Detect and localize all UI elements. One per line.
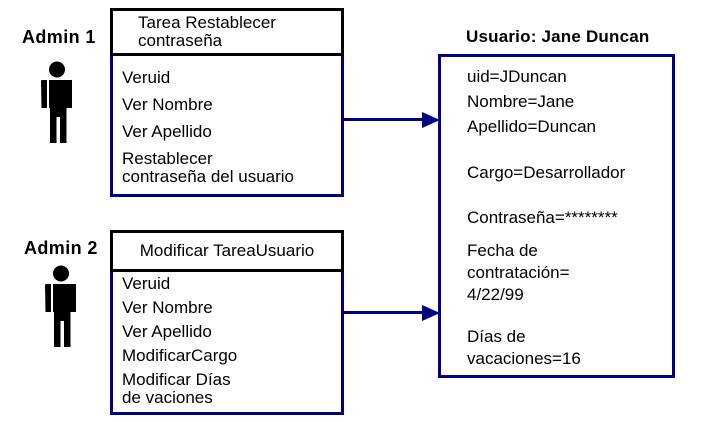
task-item: Ver Apellido: [122, 122, 212, 141]
task-item: Ver Nombre: [122, 95, 213, 114]
user-attribute-group: uid=JDuncan Nombre=Jane Apellido=Duncan: [467, 67, 597, 136]
task-item: Restablecer contraseña del usuario: [122, 149, 295, 186]
user-attribute-group: Cargo=Desarrollador: [467, 163, 626, 182]
admin1-label: Admin 1: [22, 27, 96, 47]
arrow-line: [344, 118, 426, 121]
task-item: Ver Nombre: [122, 298, 213, 317]
task-box-modify-user-title: Modificar TareaUsuario: [110, 230, 344, 272]
arrow-line: [344, 311, 426, 314]
arrow-task1-to-user: [344, 112, 440, 128]
task-item: ModificarCargo: [122, 346, 238, 365]
task-item: Veruid: [122, 274, 171, 293]
task-item: Ver Apellido: [122, 322, 212, 341]
user-attribute-group: Contraseña=********: [467, 208, 618, 227]
task-item: Modificar Días de vaciones: [122, 370, 231, 407]
task-item: Veruid: [122, 68, 171, 87]
arrow-head-icon: [422, 305, 440, 321]
person-icon-admin2: [45, 265, 76, 347]
user-attribute-group: Días de vacaciones=16: [467, 327, 581, 368]
arrow-head-icon: [422, 112, 440, 128]
user-attribute-group: Fecha de contratación= 4/22/99: [467, 241, 570, 304]
admin2-label: Admin 2: [24, 238, 98, 258]
task-box-reset-password-title: Tarea Restablecer contraseña: [110, 8, 344, 56]
user-panel-title: Usuario: Jane Duncan: [466, 27, 650, 46]
arrow-task2-to-user: [344, 305, 440, 321]
person-icon-admin1: [41, 61, 72, 143]
